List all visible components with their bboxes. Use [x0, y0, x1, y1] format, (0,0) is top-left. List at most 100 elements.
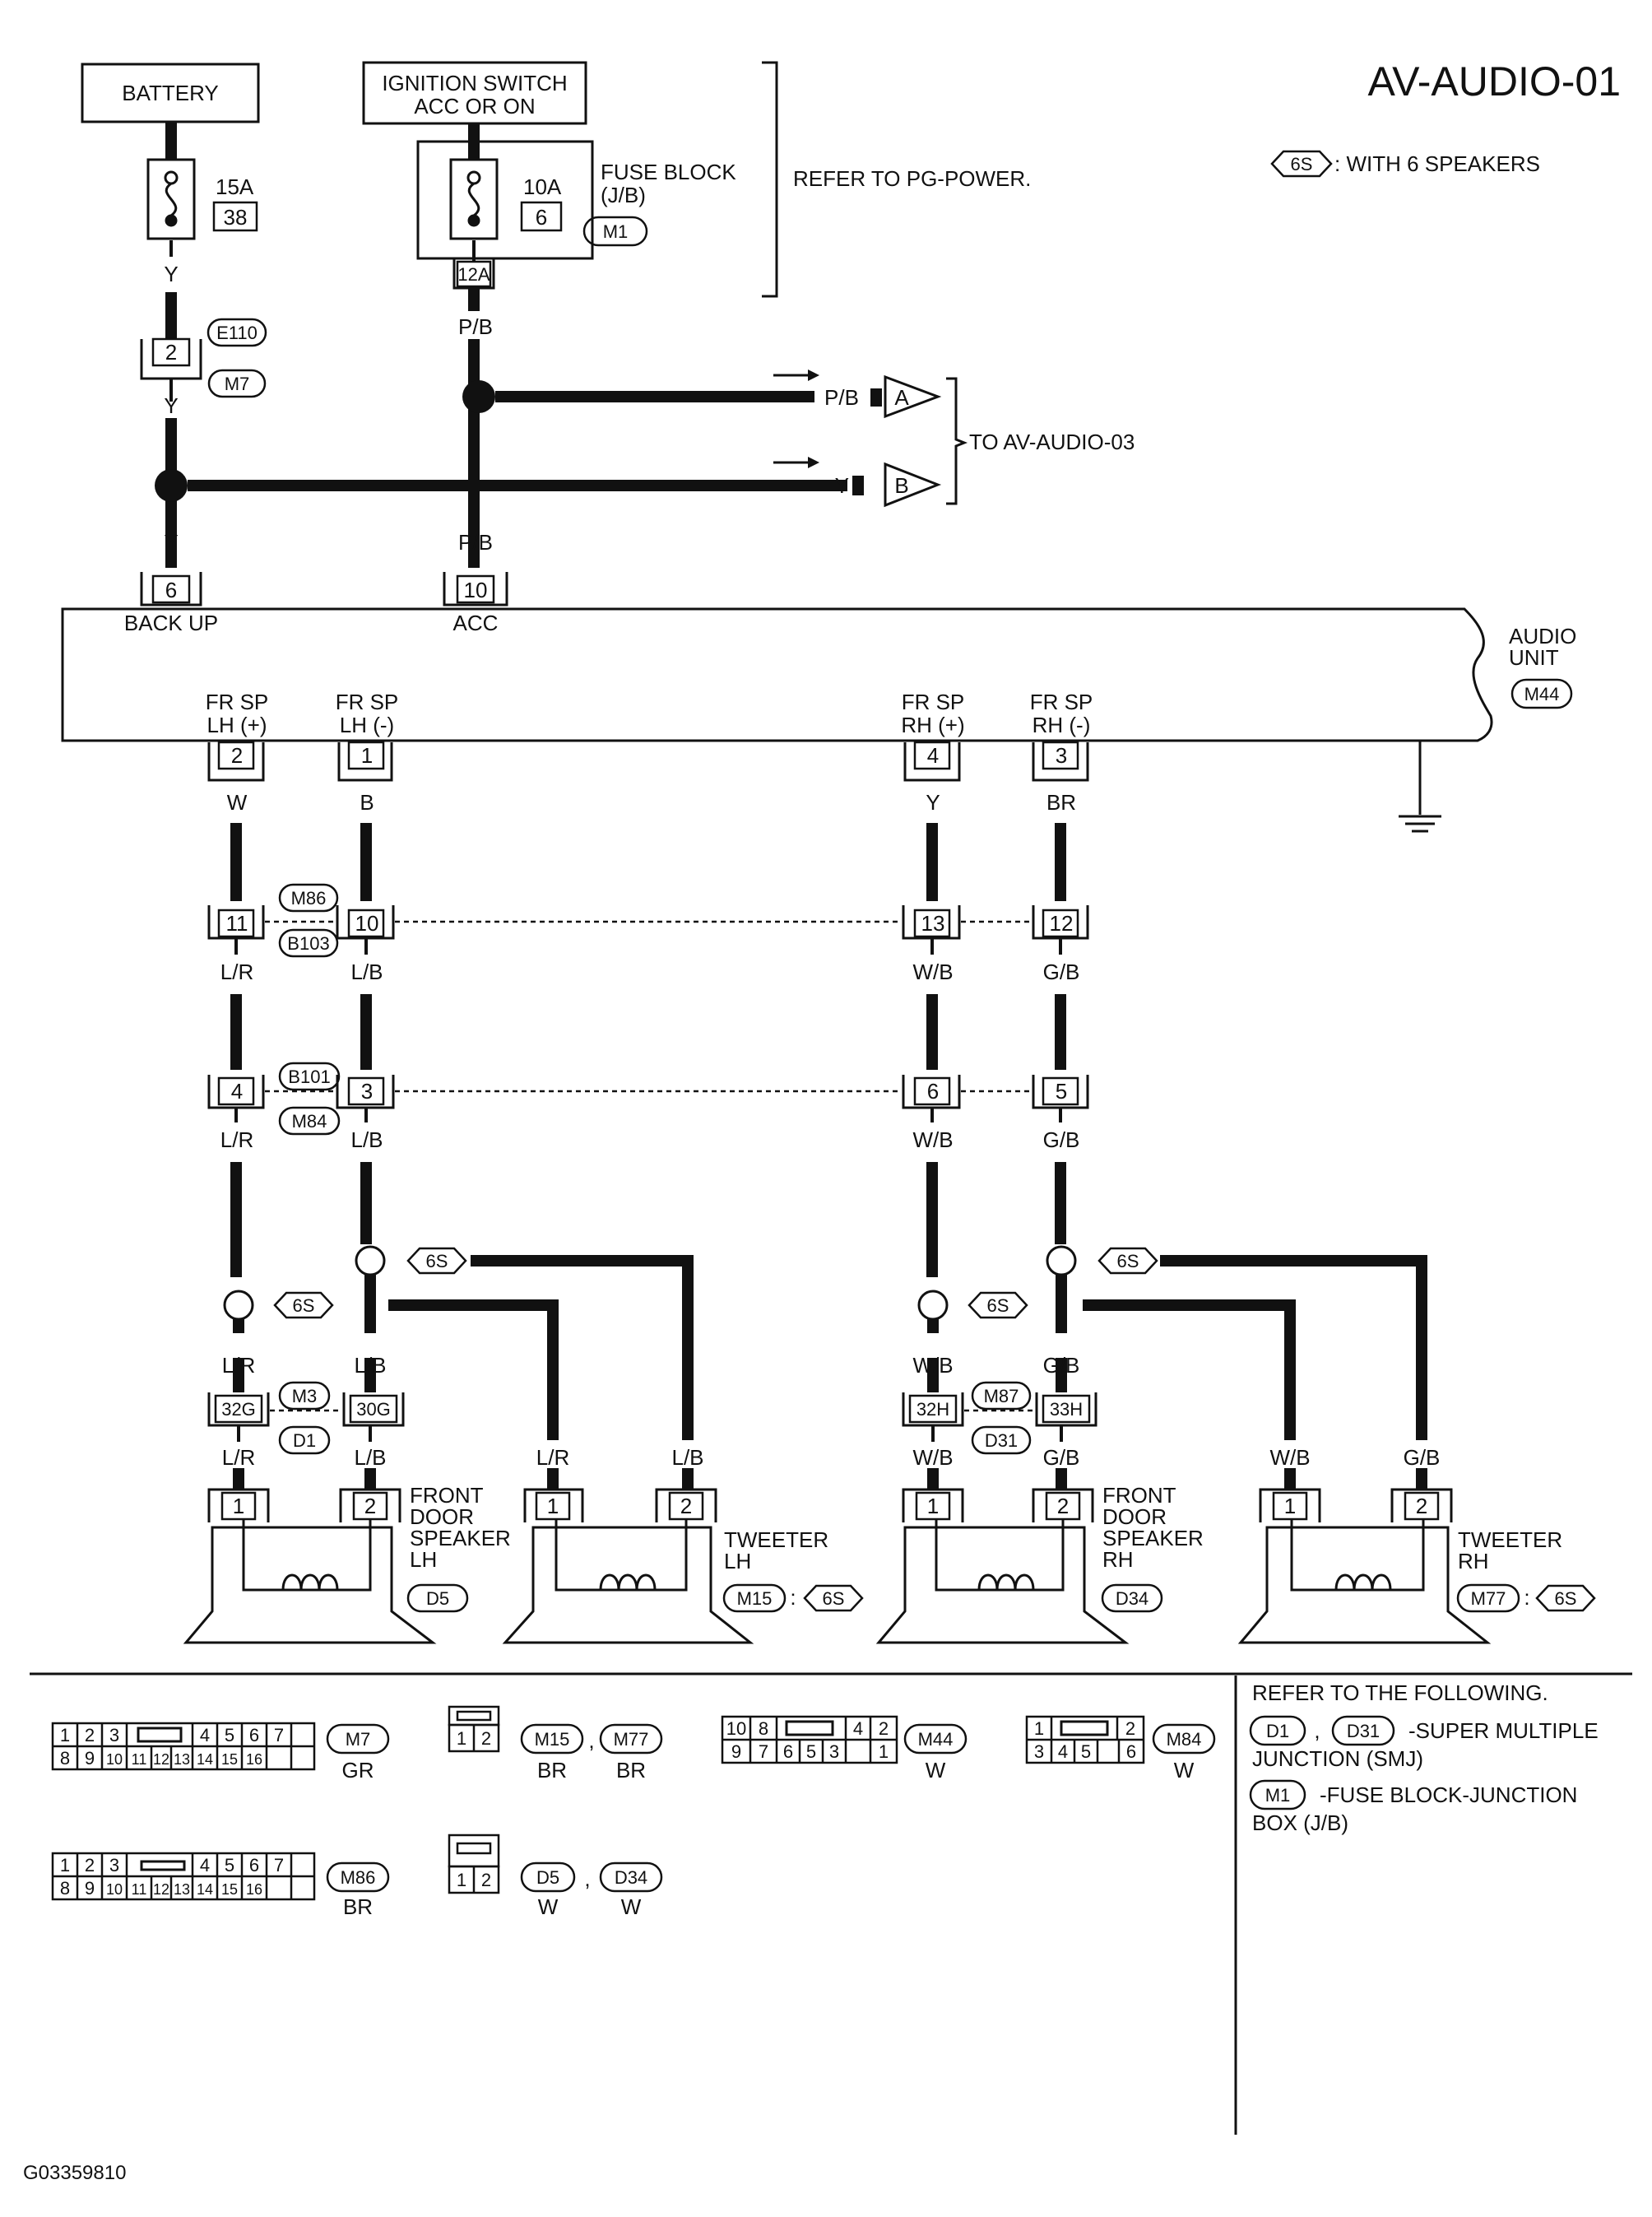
fdl-label-4: LH [410, 1547, 437, 1572]
splice-6s-lh-minus [355, 1245, 386, 1276]
fr-sp-rh-minus-2: RH (-) [1032, 713, 1091, 737]
m86-pin: 9 [85, 1878, 95, 1899]
refer-bracket [762, 61, 778, 298]
m86-pin: 12 [153, 1881, 169, 1898]
acc-label: ACC [453, 611, 499, 635]
splice-6s-rh-plus [917, 1290, 949, 1321]
battery-label: BATTERY [122, 81, 219, 105]
wire-b: B [360, 790, 374, 815]
fr-sp-lh-minus-2: LH (-) [340, 713, 394, 737]
m7-pin: 12 [153, 1751, 169, 1768]
wire-pb-offpage: P/B [824, 385, 859, 410]
refer-m1: M1 [1265, 1785, 1291, 1806]
fuse-10a [449, 158, 499, 240]
m86-pin: 15 [221, 1881, 238, 1898]
m86-pin: 16 [246, 1881, 262, 1898]
fuse2-amp: 10A [523, 174, 562, 199]
m7-pin: 8 [60, 1748, 70, 1768]
fdl-conn: D5 [426, 1588, 449, 1609]
wire-lb-4: L/B [354, 1445, 386, 1470]
m86-pin: 7 [274, 1855, 284, 1875]
fdr-label-3: SPEAKER [1102, 1526, 1204, 1550]
m7-pin: 6 [249, 1725, 259, 1745]
connector-view-m86 [51, 1852, 316, 1901]
fuse-block-box [416, 140, 594, 260]
m86-pin: 6 [249, 1855, 259, 1875]
refer-title: REFER TO THE FOLLOWING. [1252, 1680, 1548, 1705]
inline-conn-e110: E110 [216, 323, 258, 343]
j2-conn-b101: B101 [288, 1067, 330, 1087]
refer-fb-1: -FUSE BLOCK-JUNCTION [1320, 1782, 1577, 1807]
j3-pin-1: 32G [221, 1399, 256, 1420]
splice-6s-lh-plus [223, 1290, 254, 1321]
m86-pin: 10 [106, 1881, 123, 1898]
j1-pin-2: 10 [355, 911, 379, 936]
m7-pin: 16 [246, 1751, 262, 1768]
inline-pin: 2 [165, 340, 177, 365]
m86-name: M86 [341, 1867, 376, 1888]
wire-pb-1: P/B [458, 314, 493, 339]
m7-pin: 2 [85, 1725, 95, 1745]
wire-w: W [227, 790, 248, 815]
splice-pb [462, 380, 495, 413]
fdl-label-3: SPEAKER [410, 1526, 511, 1550]
m7-pin: 1 [60, 1725, 70, 1745]
m15-pin1: 1 [457, 1728, 466, 1749]
twl-pin2: 2 [680, 1494, 692, 1518]
splice-6s-rh-minus [1046, 1245, 1077, 1276]
wire-gb-1: G/B [1043, 960, 1080, 984]
m15-pin2: 2 [481, 1728, 491, 1749]
twl-pin1: 1 [547, 1494, 559, 1518]
m44-pin: 8 [759, 1718, 768, 1739]
wire-wb-1: W/B [912, 960, 953, 984]
m86-color: BR [343, 1894, 373, 1919]
fuse1-amp: 15A [216, 174, 254, 199]
badge-6s-1: 6S [426, 1251, 448, 1271]
offpage-a-label: A [894, 385, 909, 410]
j4-conn-d31: D31 [985, 1430, 1018, 1451]
fdl-label-1: FRONT [410, 1483, 484, 1508]
fuse1-no: 38 [224, 205, 248, 230]
twl-sep: : [790, 1585, 796, 1610]
m7-pin: 5 [225, 1725, 234, 1745]
fuse2-no-box [520, 201, 563, 232]
fdr-label-2: DOOR [1102, 1504, 1167, 1529]
m44-color: W [926, 1758, 946, 1782]
d5-pin1: 1 [457, 1870, 466, 1890]
pin-rh-minus: 3 [1056, 743, 1067, 768]
wire-lr-5: L/R [536, 1445, 569, 1470]
audio-unit-box [61, 607, 1493, 742]
fdr-conn: D34 [1116, 1588, 1149, 1609]
m86-pin: 1 [60, 1855, 70, 1875]
m44-pin: 4 [853, 1718, 863, 1739]
twl-label-2: LH [724, 1549, 751, 1573]
j2-pin-4: 5 [1056, 1079, 1067, 1104]
d34-name: D34 [615, 1867, 647, 1888]
fr-sp-rh-plus-1: FR SP [902, 690, 965, 714]
connector-view-m84 [1025, 1715, 1145, 1764]
offpage-b-label: B [894, 473, 908, 498]
m86-pin: 14 [197, 1881, 213, 1898]
m7-pin: 4 [200, 1725, 210, 1745]
m86-pin: 4 [200, 1855, 210, 1875]
wire-wb-5: W/B [1269, 1445, 1310, 1470]
fuse-block-label-2: (J/B) [601, 183, 646, 207]
d5-pin2: 2 [481, 1870, 491, 1890]
d5-sep: , [584, 1866, 590, 1891]
wire-gb-3: G/B [1043, 1353, 1080, 1378]
twr-badge: 6S [1555, 1588, 1577, 1609]
m84-pin: 2 [1125, 1718, 1135, 1739]
connector-view-m7 [51, 1722, 316, 1771]
acc-pin: 10 [464, 578, 488, 602]
j2-pin-2: 3 [361, 1079, 373, 1104]
fr-sp-lh-plus-1: FR SP [206, 690, 269, 714]
fdr-label-1: FRONT [1102, 1483, 1176, 1508]
wire-lb-5: L/B [671, 1445, 703, 1470]
splice-y [155, 469, 188, 502]
m7-pin: 3 [109, 1725, 119, 1745]
fdr-pin2: 2 [1057, 1494, 1069, 1518]
m7-pin: 13 [174, 1751, 190, 1768]
speaker-tweeter-rh [1237, 1488, 1492, 1644]
wire-lb-1: L/B [350, 960, 383, 984]
refer-d1: D1 [1266, 1721, 1289, 1741]
